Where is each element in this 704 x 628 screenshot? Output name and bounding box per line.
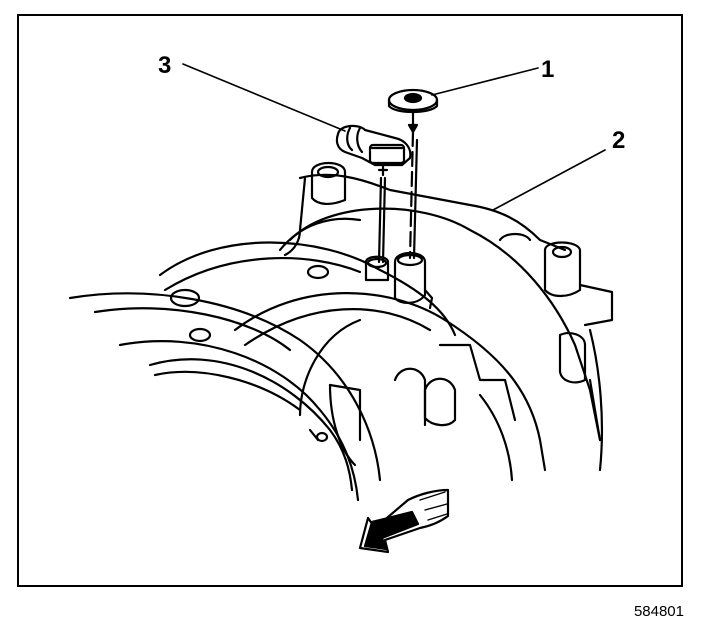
leader-lines — [182, 63, 606, 211]
callout-label-intake-manifold: 2 — [612, 127, 626, 154]
intake-manifold — [68, 161, 614, 502]
sensor — [335, 124, 412, 264]
callout-label-bolt: 1 — [541, 56, 555, 83]
callout-label-sensor: 3 — [158, 52, 172, 79]
bolt — [387, 88, 439, 260]
front-direction-arrow — [358, 488, 450, 554]
diagram-frame — [17, 14, 683, 587]
figure-id: 584801 — [633, 603, 684, 620]
